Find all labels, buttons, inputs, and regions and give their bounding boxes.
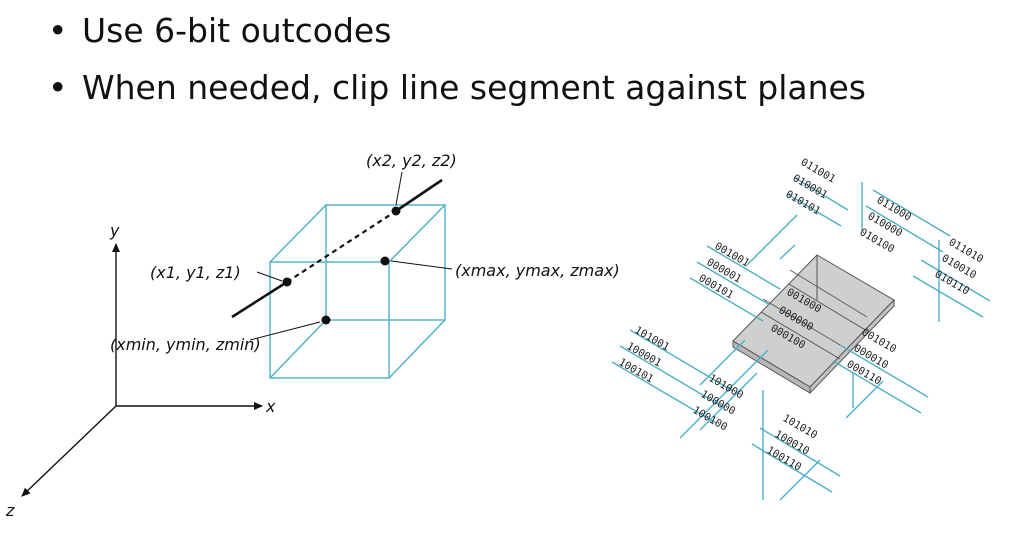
bullet-text: Use 6-bit outcodes	[82, 11, 392, 50]
point-max	[380, 256, 390, 266]
label-min: (xmin, ymin, zmin)	[110, 335, 261, 354]
clip-cube	[269, 204, 446, 379]
left-diagram: y x z (x2, y2, z2) (x1, y1, z1) (xmax, y…	[5, 151, 620, 520]
leader-max	[390, 260, 453, 270]
leader-min	[249, 321, 321, 341]
point-p1	[282, 277, 292, 287]
y-axis-label: y	[109, 221, 120, 240]
leader-p1	[256, 271, 283, 282]
bullet-item-clip: • When needed, clip line segment against …	[48, 71, 866, 104]
z-axis-label: z	[5, 501, 15, 520]
label-p1: (x1, y1, z1)	[150, 263, 241, 282]
right-diagram: 011001 010001 010101 011000 010000 01010…	[611, 156, 991, 501]
segment-inside-dashed	[286, 210, 397, 283]
segment-outside-top	[395, 178, 443, 213]
z-axis	[21, 405, 117, 497]
x-axis-label: x	[265, 397, 276, 416]
bullet-marker: •	[48, 11, 68, 50]
bullet-text: When needed, clip line segment against p…	[82, 68, 866, 107]
region-grid	[611, 177, 991, 501]
clip-box	[732, 254, 895, 395]
point-min	[321, 315, 331, 325]
label-max: (xmax, ymax, zmax)	[455, 261, 620, 280]
bullet-list: • Use 6-bit outcodes • When needed, clip l…	[48, 0, 866, 104]
bullet-item-outcodes: • Use 6-bit outcodes	[48, 14, 866, 47]
segment-outside-bottom	[231, 280, 288, 319]
label-p2: (x2, y2, z2)	[366, 151, 457, 170]
outcode-labels: 011001 010001 010101 011000 010000 01010…	[617, 156, 986, 473]
point-p2	[391, 206, 401, 216]
leader-p2	[395, 171, 403, 206]
bullet-marker: •	[48, 68, 68, 107]
